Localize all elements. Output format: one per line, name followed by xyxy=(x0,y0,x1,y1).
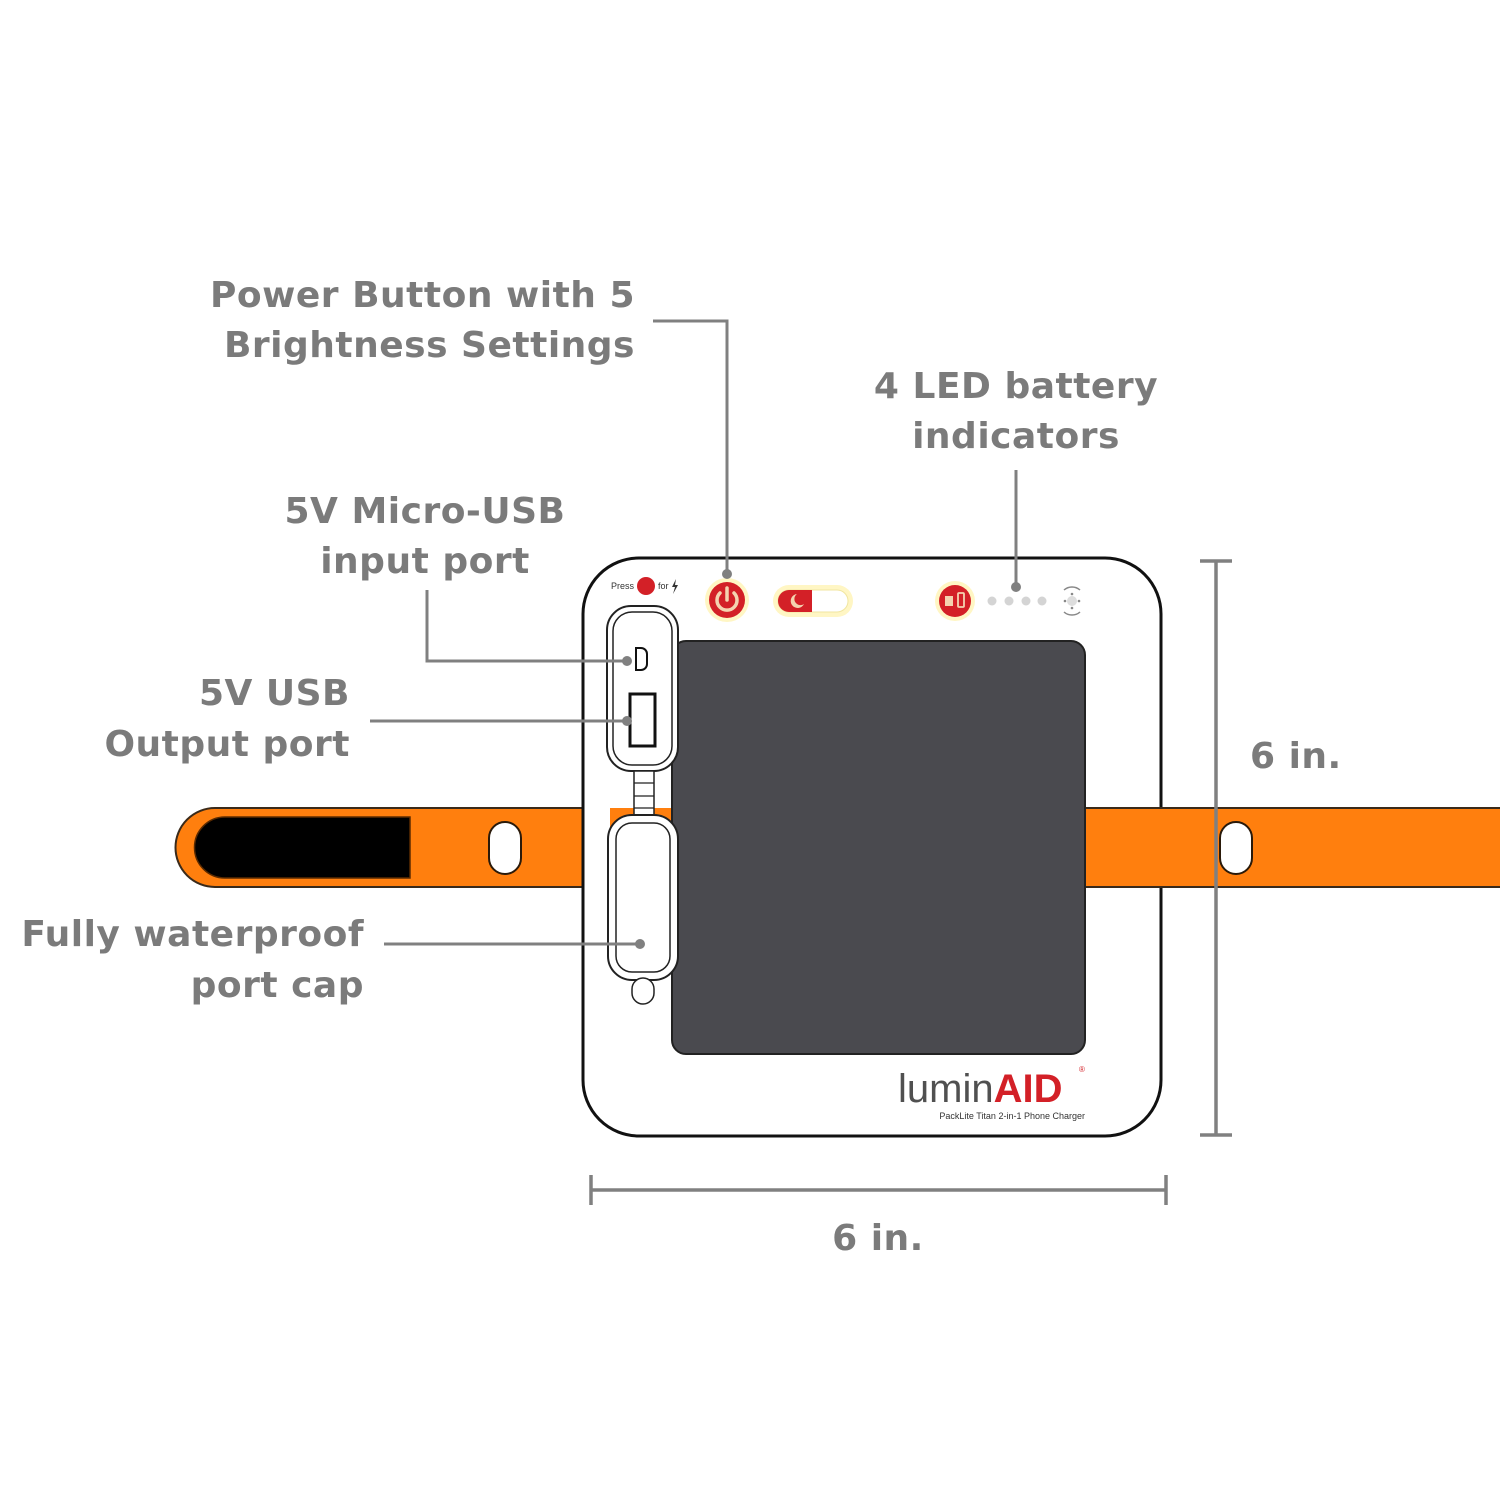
registered-mark: ® xyxy=(1079,1065,1085,1074)
strap-hole-left xyxy=(488,821,522,875)
micro-usb-label-1: 5V Micro-USB xyxy=(285,491,566,532)
mode-slider[interactable] xyxy=(773,585,853,617)
micro-usb-label-2: input port xyxy=(320,541,530,582)
leader-power xyxy=(653,319,729,574)
battery-led-label-2: indicators xyxy=(912,416,1120,457)
leader-dot xyxy=(622,716,632,726)
strap-right xyxy=(1079,807,1500,888)
battery-led xyxy=(1037,596,1047,606)
lightning-icon xyxy=(672,579,678,594)
port-cap-label-1: Fully waterproof xyxy=(21,914,364,955)
battery-led-indicators xyxy=(987,596,1047,606)
width-dimension-label: 6 in. xyxy=(832,1218,924,1259)
battery-led xyxy=(1004,596,1014,606)
power-button-label-2: Brightness Settings xyxy=(224,325,635,366)
height-dimension-label: 6 in. xyxy=(1250,736,1342,777)
brand-aid: AID xyxy=(994,1067,1063,1111)
battery-led-label-1: 4 LED battery xyxy=(874,366,1158,407)
usb-output-label-1: 5V USB xyxy=(199,673,350,714)
power-button[interactable] xyxy=(705,578,749,622)
model-name: PackLite Titan 2-in-1 Phone Charger xyxy=(939,1111,1085,1121)
moon-icon xyxy=(790,594,804,608)
dimension-width xyxy=(589,1175,1168,1205)
micro-usb-port xyxy=(635,647,648,671)
port-cap-tab xyxy=(631,977,655,1005)
solar-sun-icon xyxy=(1063,586,1081,616)
strap-hole-right xyxy=(1219,821,1253,875)
leader-dot xyxy=(635,939,645,949)
leader-dot xyxy=(622,656,632,666)
strap-velcro-patch xyxy=(193,816,411,879)
solar-panel xyxy=(671,640,1086,1055)
leader-lines xyxy=(370,319,1018,946)
usb-output-label-2: Output port xyxy=(104,724,350,765)
charge-phone-button[interactable] xyxy=(935,581,975,621)
battery-to-phone-icon xyxy=(945,596,953,606)
press-hint-suffix: for xyxy=(658,581,669,591)
leader-dot xyxy=(722,569,732,579)
brand-lumin: lumin xyxy=(898,1067,994,1111)
battery-led xyxy=(1021,596,1031,606)
battery-led xyxy=(987,596,997,606)
leader-micro-usb xyxy=(425,590,627,663)
press-hint: Press for xyxy=(611,577,678,595)
power-button-label-1: Power Button with 5 xyxy=(210,275,635,316)
press-hint-prefix: Press xyxy=(611,581,635,591)
power-icon xyxy=(715,591,739,612)
brand-logo: luminAID xyxy=(898,1067,1062,1111)
dimension-height xyxy=(1200,559,1232,1137)
charge-mode-icon xyxy=(637,577,655,595)
port-cap-label-2: port cap xyxy=(191,965,364,1006)
strap-left xyxy=(174,807,621,888)
port-housing xyxy=(606,605,679,1005)
leader-dot xyxy=(1011,582,1021,592)
usb-output-port xyxy=(628,692,657,748)
